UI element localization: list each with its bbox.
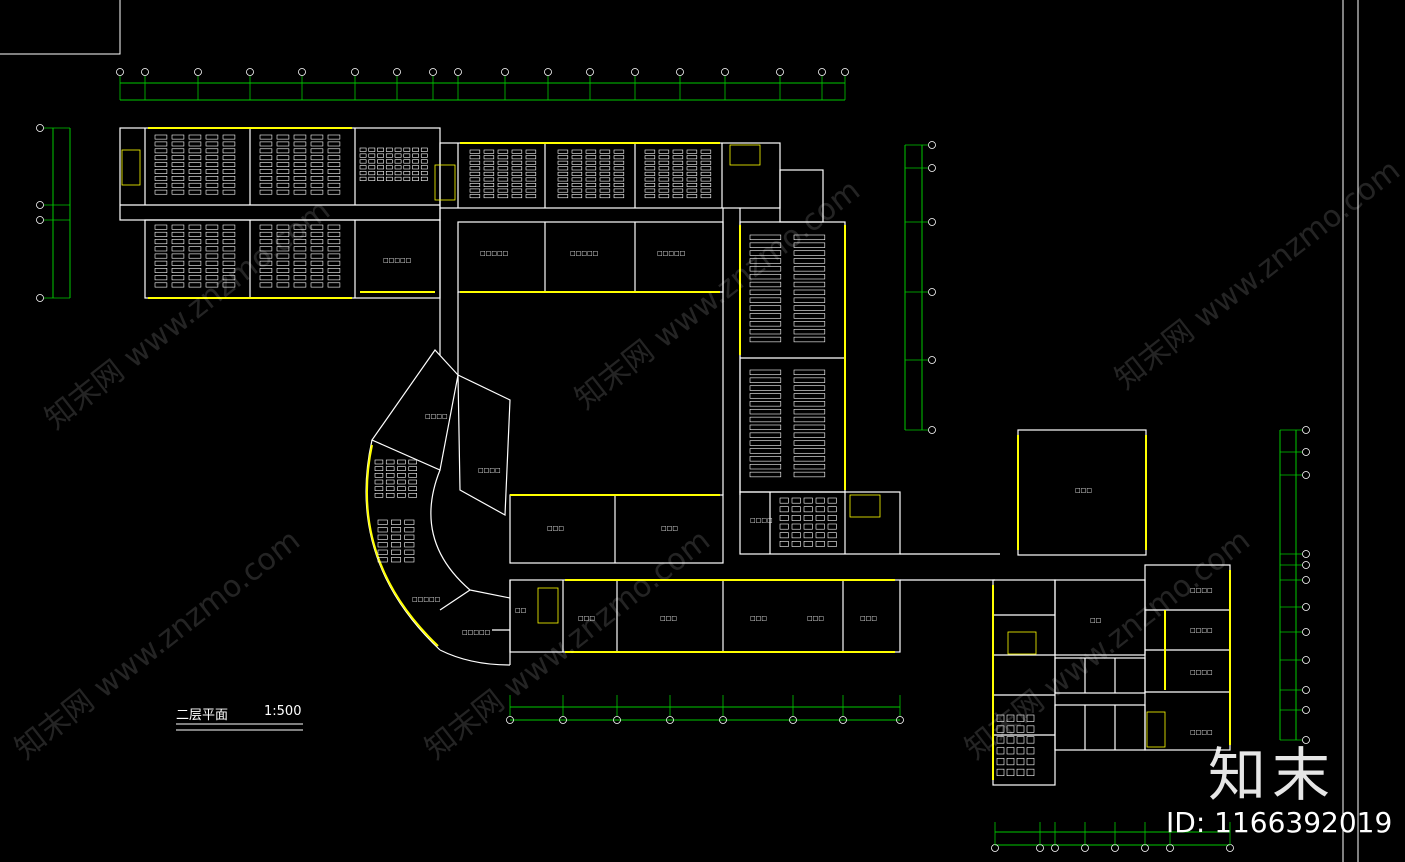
svg-text:□□□□: □□□□: [1190, 729, 1213, 736]
svg-text:□□□□□: □□□□□: [383, 257, 411, 264]
grid-axis-bubbles: [36, 68, 1310, 852]
drawing-title: 二层平面: [176, 708, 229, 723]
svg-text:□□□: □□□: [660, 615, 677, 622]
sheet-frame: [0, 0, 1359, 862]
svg-text:□□□: □□□: [807, 615, 824, 622]
building-walls: [119, 127, 1231, 786]
room-labels: □□□□□ □□□□□ □□□□□ □□□□□ □□□□ □□□□ □□□ □□…: [383, 250, 1213, 736]
svg-text:□□□□: □□□□: [1190, 587, 1213, 594]
svg-text:□□□: □□□: [1075, 487, 1092, 494]
svg-text:□□□: □□□: [860, 615, 877, 622]
svg-text:□□: □□: [515, 607, 526, 614]
svg-text:□□□: □□□: [750, 615, 767, 622]
svg-text:□□□□: □□□□: [1190, 627, 1213, 634]
svg-text:□□: □□: [1090, 617, 1101, 624]
svg-text:□□□: □□□: [578, 615, 595, 622]
window-lines: [148, 127, 1231, 780]
title-underline: [176, 723, 303, 731]
svg-text:□□□□: □□□□: [425, 413, 448, 420]
svg-text:□□□□□: □□□□□: [570, 250, 598, 257]
seating-hatch: [154, 134, 1035, 776]
svg-text:□□□: □□□: [661, 525, 678, 532]
dimension-lines: [52, 82, 1297, 846]
image-id: ID: 1166392019: [1166, 806, 1393, 839]
svg-text:□□□: □□□: [547, 525, 564, 532]
stairs: [121, 144, 1166, 748]
svg-text:□□□□: □□□□: [750, 517, 773, 524]
svg-text:□□□□: □□□□: [478, 467, 501, 474]
svg-text:□□□□□: □□□□□: [657, 250, 685, 257]
svg-text:□□□□□: □□□□□: [412, 596, 440, 603]
svg-text:□□□□□: □□□□□: [462, 629, 490, 636]
watermark-logo: 知末: [1208, 741, 1337, 809]
drawing-scale: 1:500: [264, 704, 302, 719]
svg-text:□□□□□: □□□□□: [480, 250, 508, 257]
svg-text:□□□□: □□□□: [1190, 669, 1213, 676]
